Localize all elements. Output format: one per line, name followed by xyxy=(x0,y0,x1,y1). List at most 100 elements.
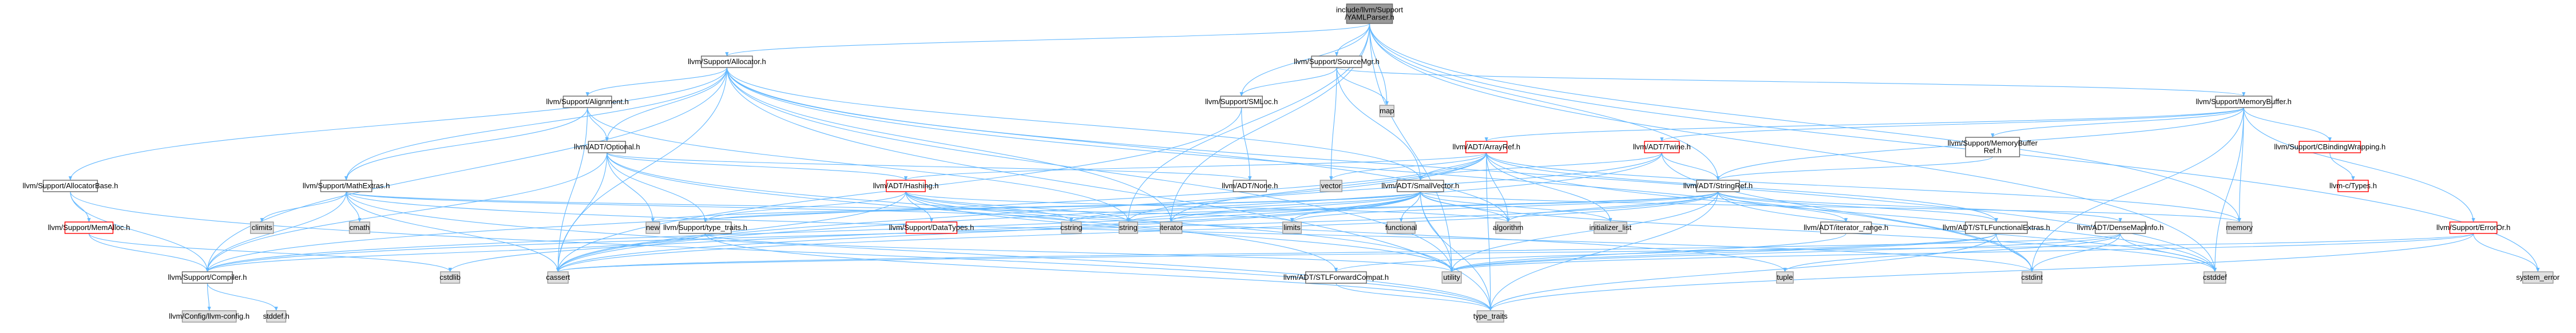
edge-densemapinfo-to-utility xyxy=(1450,233,2121,272)
node-label: initializer_list xyxy=(1590,223,1632,232)
node-label: cassert xyxy=(546,273,570,282)
node-memalloc[interactable]: llvm/Support/MemAlloc.h xyxy=(48,221,130,234)
node-label: stddef.h xyxy=(263,312,290,320)
edge-sourcemgr-to-smallvector xyxy=(1336,67,1422,181)
node-cstdlib: cstdlib xyxy=(439,271,461,284)
node-hashing[interactable]: llvm/ADT/Hashing.h xyxy=(873,180,939,192)
edge-root-to-sourcemgr xyxy=(1334,23,1370,57)
node-erroror[interactable]: llvm/Support/ErrorOr.h xyxy=(2436,221,2510,234)
node-smallvector[interactable]: llvm/ADT/SmallVector.h xyxy=(1381,180,1459,192)
edge-mathextras-to-cmath xyxy=(346,191,362,223)
node-alignment[interactable]: llvm/Support/Alignment.h xyxy=(546,96,629,108)
edge-membufref-to-stringref xyxy=(1716,156,1993,181)
node-label: vector xyxy=(1321,181,1342,190)
node-compiler[interactable]: llvm/Support/Compiler.h xyxy=(168,271,247,284)
edge-allocatorbase-to-memalloc xyxy=(70,191,91,223)
node-utility: utility xyxy=(1441,271,1462,284)
edge-root-to-smloc xyxy=(1239,23,1370,97)
edge-smallvector-to-limits xyxy=(1290,191,1421,223)
node-label: map xyxy=(1380,106,1394,115)
edge-smallvector-to-new xyxy=(651,191,1421,223)
node-memory: memory xyxy=(2226,221,2253,234)
node-box xyxy=(1820,221,1872,234)
node-arrayref[interactable]: llvm/ADT/ArrayRef.h xyxy=(1452,141,1520,153)
edge-sourcemgr-to-memorybuffer xyxy=(1336,67,2245,97)
node-stringref[interactable]: llvm/ADT/StringRef.h xyxy=(1683,180,1753,192)
edge-mathextras-to-limits xyxy=(346,191,1294,223)
edge-stringref-to-stlfunctional xyxy=(1717,191,1998,223)
node-label: llvm/Support/SMLoc.h xyxy=(1205,97,1278,106)
node-label: cstdint xyxy=(2021,273,2043,282)
edge-typetraits_h-to-type_traits xyxy=(704,233,1492,311)
node-string: string xyxy=(1119,221,1138,234)
node-mathextras[interactable]: llvm/Support/MathExtras.h xyxy=(303,180,390,192)
edge-sourcemgr-to-vector xyxy=(1329,67,1337,181)
node-box xyxy=(266,310,287,323)
node-allocator[interactable]: llvm/Support/Allocator.h xyxy=(688,56,766,68)
edge-densemapinfo-to-cassert xyxy=(556,233,2121,272)
node-optional[interactable]: llvm/ADT/Optional.h xyxy=(574,141,640,153)
node-label: include/llvm/Support xyxy=(1336,6,1403,14)
node-box xyxy=(1305,271,1367,284)
node-label: llvm/ADT/DenseMapInfo.h xyxy=(2077,223,2164,232)
node-box xyxy=(2204,271,2226,284)
node-stlfunctional[interactable]: llvm/ADT/STLFunctionalExtras.h xyxy=(1943,221,2050,234)
node-allocatorbase[interactable]: llvm/Support/AllocatorBase.h xyxy=(23,180,118,192)
edge-optional-to-typetraits_h xyxy=(607,152,707,223)
node-typetraits_h[interactable]: llvm/Support/type_traits.h xyxy=(663,221,747,234)
edge-stlfunctional-to-utility xyxy=(1450,233,1997,272)
edge-stlfunctional-to-type_traits xyxy=(1488,233,1997,311)
node-box xyxy=(42,180,98,192)
edge-smallvector-to-functional xyxy=(1399,191,1421,223)
edge-alignment-to-mathextras xyxy=(344,107,588,181)
edge-hashing-to-algorithm xyxy=(905,191,1510,223)
node-root[interactable]: include/llvm/Support/YAMLParser.h xyxy=(1336,3,1403,24)
node-label: tuple xyxy=(1777,273,1793,282)
edge-root-to-cstddef xyxy=(1369,23,2217,272)
node-cassert: cassert xyxy=(546,271,570,284)
node-label: llvm/Support/Allocator.h xyxy=(688,57,766,66)
node-box xyxy=(1319,180,1342,192)
edge-sourcemgr-to-map xyxy=(1336,67,1389,106)
node-memorybuffer[interactable]: llvm/Support/MemoryBuffer.h xyxy=(2196,96,2292,108)
node-box xyxy=(645,221,660,234)
node-box xyxy=(348,221,371,234)
node-label: llvm/Support/type_traits.h xyxy=(663,223,747,232)
node-stlforward[interactable]: llvm/ADT/STLForwardCompat.h xyxy=(1283,271,1389,284)
node-box xyxy=(701,56,753,68)
node-none[interactable]: llvm/ADT/None.h xyxy=(1222,180,1278,192)
edge-memorybuffer-to-cbinding xyxy=(2243,107,2332,142)
edge-optional-to-compiler xyxy=(205,152,608,272)
edge-memorybuffer-to-cstddef xyxy=(2213,107,2244,272)
edge-densemapinfo-to-cstddef xyxy=(2120,233,2217,272)
node-box xyxy=(1386,221,1416,234)
node-datatypes[interactable]: llvm/Support/DataTypes.h xyxy=(889,221,974,234)
node-box xyxy=(2298,141,2361,153)
node-smloc[interactable]: llvm/Support/SMLoc.h xyxy=(1205,96,1278,108)
edge-arrayref-to-hashing xyxy=(904,152,1487,181)
node-label: llvm/ADT/Twine.h xyxy=(1633,142,1691,151)
edge-memorybuffer-to-twine xyxy=(1660,107,2244,142)
edge-optional-to-stlforward xyxy=(607,152,1338,272)
node-label: new xyxy=(646,223,660,232)
edge-erroror-to-utility xyxy=(1450,233,2474,272)
edge-hashing-to-cassert xyxy=(556,191,906,272)
node-twine[interactable]: llvm/ADT/Twine.h xyxy=(1633,141,1691,153)
edge-alignment-to-optional xyxy=(587,107,609,142)
node-label: llvm/Support/Compiler.h xyxy=(168,273,247,282)
node-densemapinfo[interactable]: llvm/ADT/DenseMapInfo.h xyxy=(2077,221,2164,234)
node-label: llvm/Support/Alignment.h xyxy=(546,97,629,106)
node-box xyxy=(1232,180,1267,192)
node-label: cstddef xyxy=(2203,273,2227,282)
node-sourcemgr[interactable]: llvm/Support/SourceMgr.h xyxy=(1294,56,1380,68)
edge-smallvector-to-cstring xyxy=(1069,191,1421,223)
node-cstddef: cstddef xyxy=(2203,271,2227,284)
edge-stringref-to-compiler xyxy=(205,191,1718,272)
node-ctypes[interactable]: llvm-c/Types.h xyxy=(2329,180,2377,192)
edge-iterator_range-to-utility xyxy=(1450,233,1846,272)
edge-densemapinfo-to-cstdint xyxy=(2030,233,2121,272)
node-cbinding[interactable]: llvm/Support/CBindingWrapping.h xyxy=(2274,141,2385,153)
node-label: llvm/Support/MemoryBuffer xyxy=(1948,139,2038,148)
node-iterator_range[interactable]: llvm/ADT/iterator_range.h xyxy=(1804,221,1888,234)
